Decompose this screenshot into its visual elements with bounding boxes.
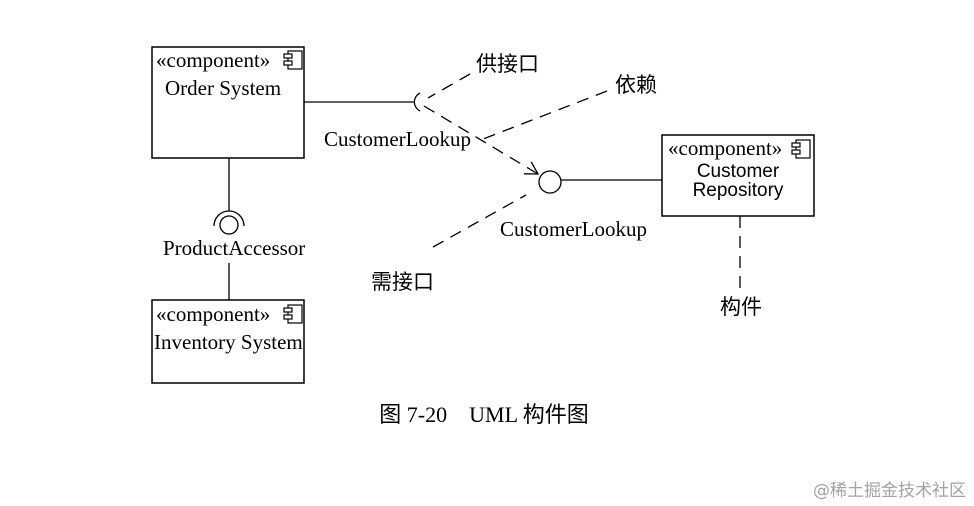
component-customer-repository: «component» Customer Repository <box>661 134 815 217</box>
component-name-line: Repository <box>693 180 784 201</box>
component-order-system: «component» Order System <box>151 46 305 159</box>
interface-label-product-accessor: ProductAccessor <box>163 236 305 260</box>
component-icon <box>283 50 303 70</box>
component-box <box>661 134 815 217</box>
interface-label-customer-lookup: CustomerLookup <box>500 217 647 241</box>
annotation-dependency: 依赖 <box>615 73 657 97</box>
callout-line-provided-interface <box>427 73 471 99</box>
component-stereotype: «component» <box>668 136 782 160</box>
interface-label-customer-lookup: CustomerLookup <box>324 127 471 151</box>
arrowhead-icon <box>523 161 540 175</box>
socket-icon <box>413 92 421 112</box>
component-stereotype: «component» <box>156 48 270 72</box>
component-stereotype: «component» <box>156 302 270 326</box>
component-icon <box>283 304 303 324</box>
annotation-component: 构件 <box>720 295 762 319</box>
dependency-arrow-line <box>423 105 539 175</box>
component-inventory-system: «component» Inventory System <box>151 299 305 384</box>
ball-icon <box>538 170 562 194</box>
component-box <box>151 299 305 384</box>
callout-line-required-interface <box>432 194 527 248</box>
watermark: @稀土掘金技术社区 <box>813 481 966 501</box>
annotation-provided-interface: 供接口 <box>476 52 539 76</box>
callout-line-dependency <box>477 90 608 142</box>
component-box <box>151 46 305 159</box>
component-name: Order System <box>165 76 281 100</box>
ball-icon <box>219 215 239 235</box>
component-name-line: Customer <box>697 161 780 182</box>
socket-icon <box>213 210 245 227</box>
component-icon <box>791 139 811 159</box>
annotation-required-interface: 需接口 <box>371 270 434 294</box>
component-name: Inventory System <box>154 330 303 354</box>
figure-caption: 图 7-20 UML 构件图 <box>379 402 588 427</box>
